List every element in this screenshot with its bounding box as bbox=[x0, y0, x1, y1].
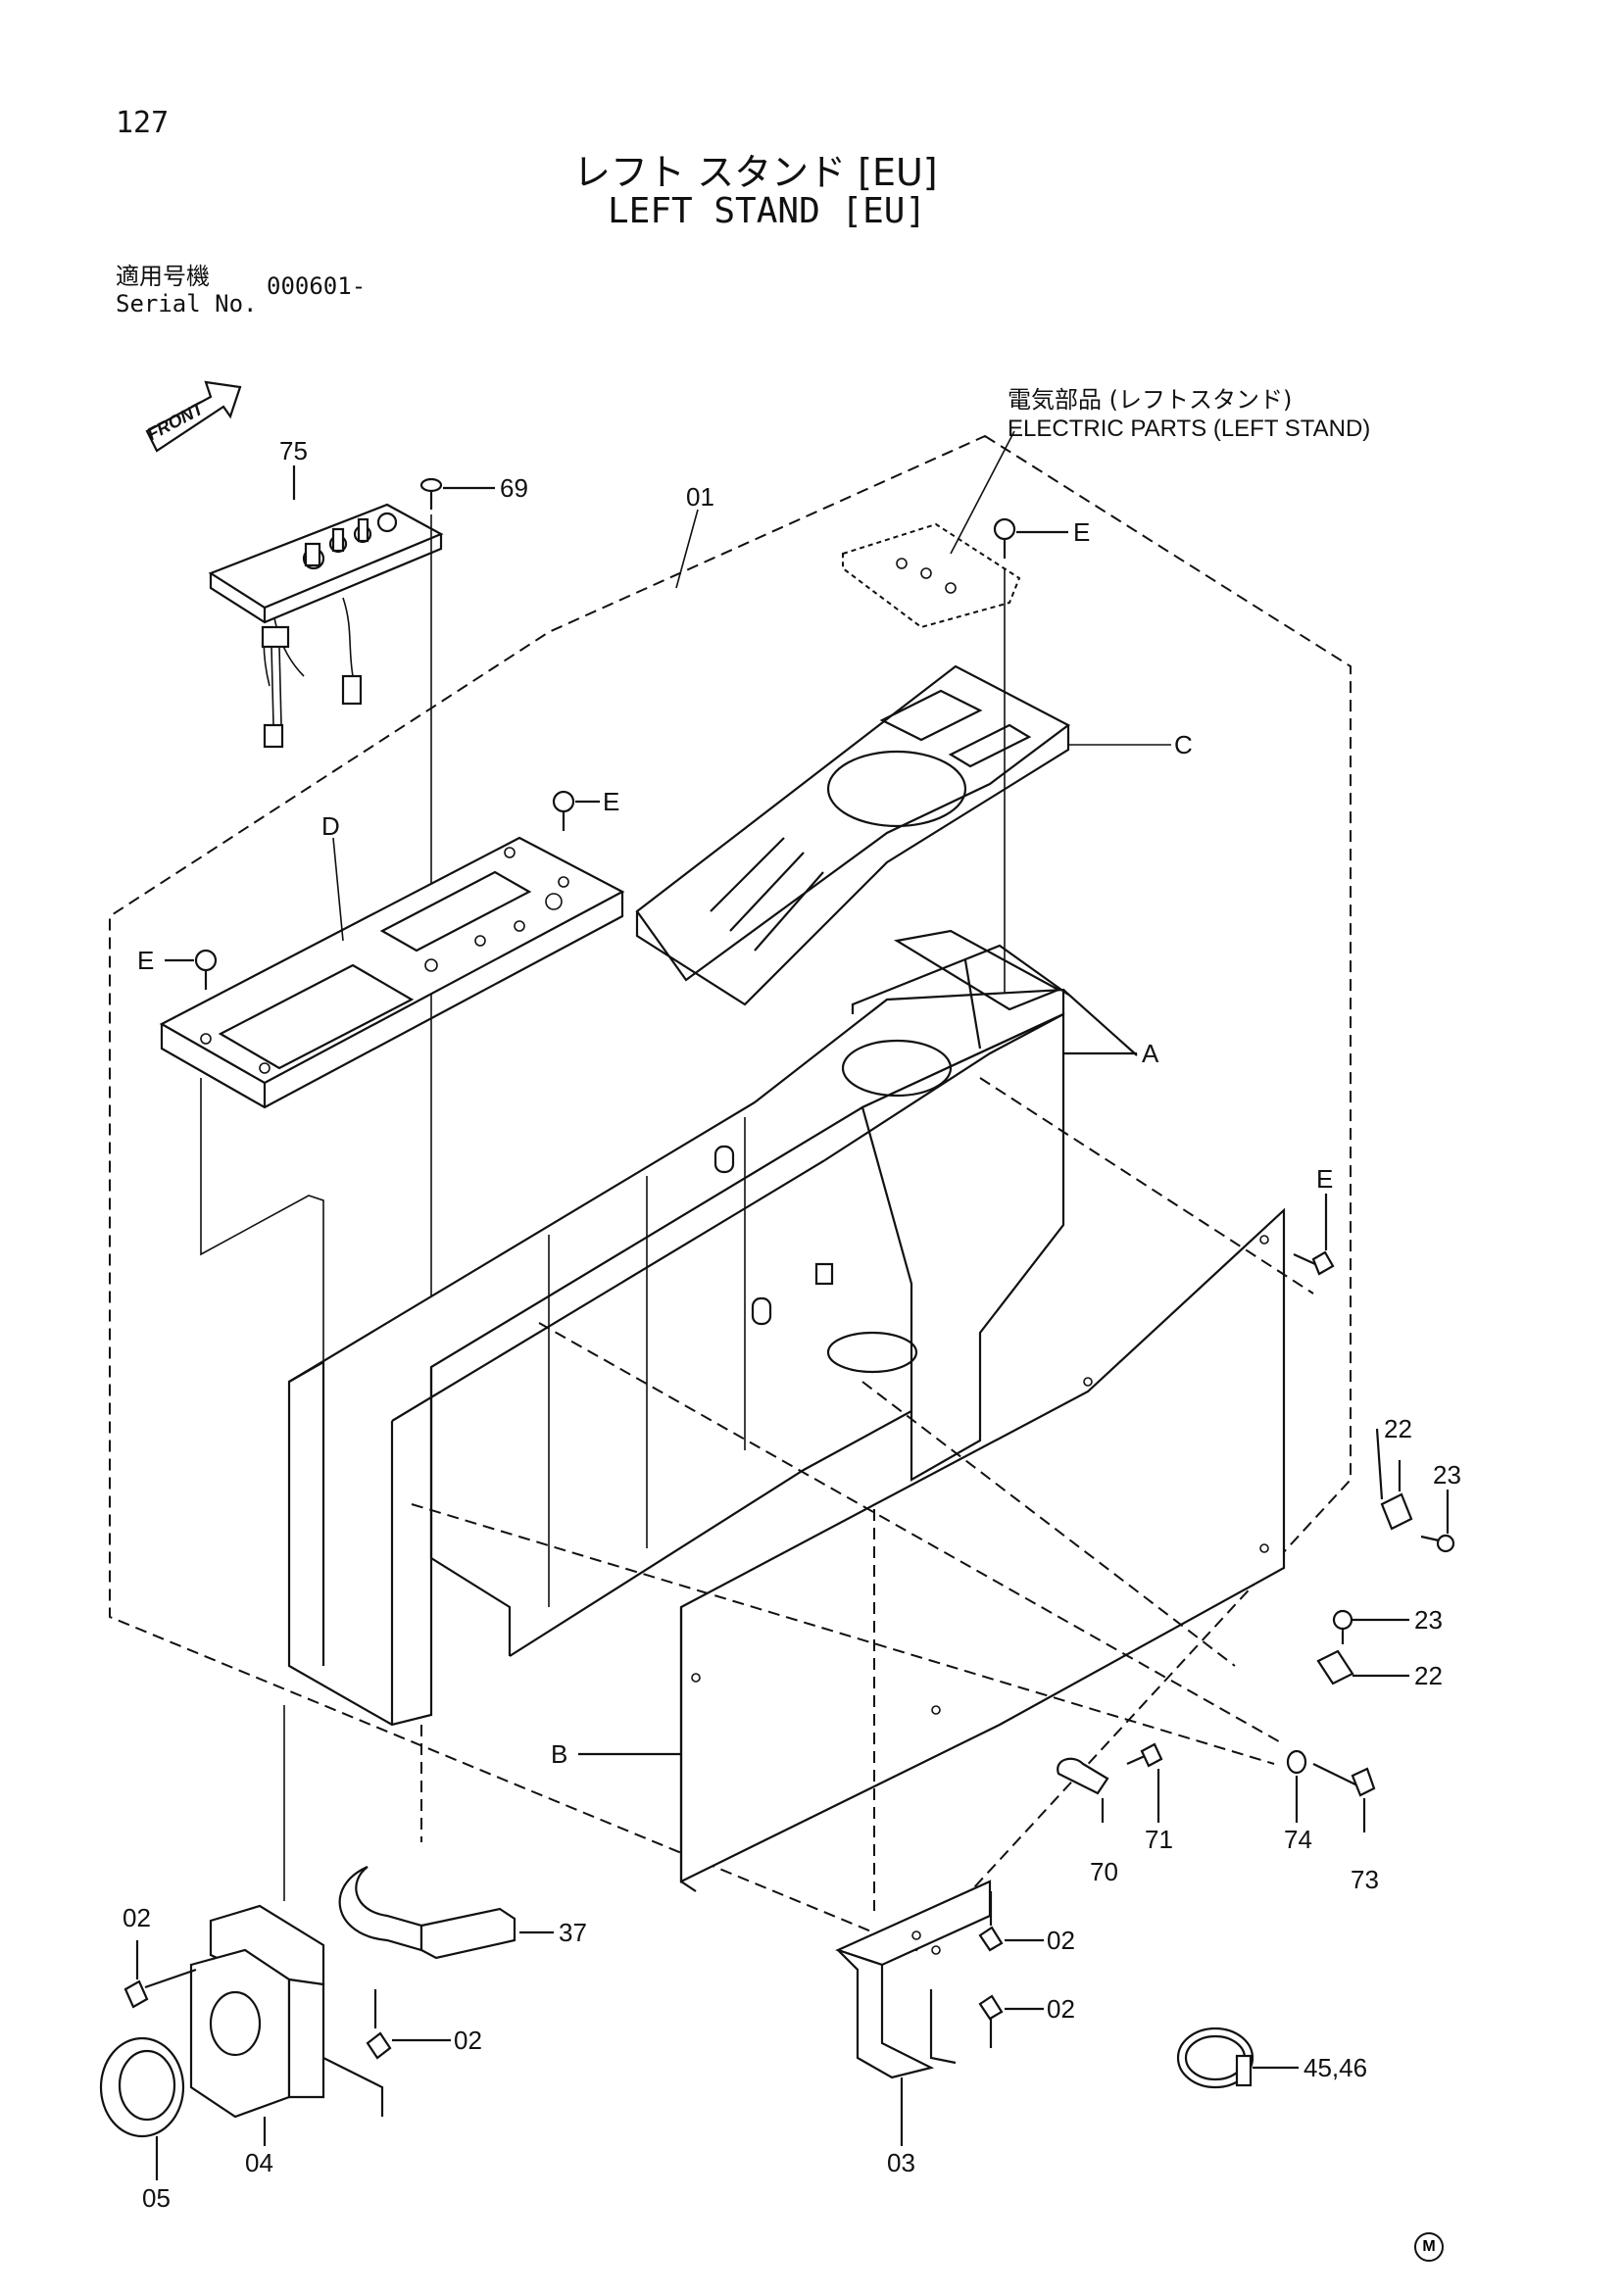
switch-panel-75 bbox=[208, 503, 444, 749]
callout-23-top: 23 bbox=[1433, 1460, 1461, 1490]
callout-02-left: 02 bbox=[123, 1903, 151, 1932]
callout-A: A bbox=[1142, 1039, 1159, 1068]
electric-parts-gasket bbox=[842, 430, 1021, 629]
callout-01: 01 bbox=[686, 482, 714, 512]
screw-E-mid bbox=[552, 790, 600, 831]
bracket-03 bbox=[834, 1880, 992, 2146]
plate-C bbox=[635, 664, 1171, 1006]
callout-70: 70 bbox=[1090, 1857, 1118, 1886]
electric-parts-label-japanese: 電気部品 (レフトスタンド) bbox=[1008, 386, 1293, 414]
side-plate-B bbox=[578, 1207, 1286, 1892]
title-english: LEFT STAND [EU] bbox=[608, 191, 927, 231]
screw-E-right bbox=[1293, 1194, 1335, 1276]
callout-E-right: E bbox=[1316, 1164, 1334, 1194]
hose-band-45-46 bbox=[1176, 2027, 1299, 2089]
callout-71: 71 bbox=[1145, 1825, 1173, 1854]
seal-37 bbox=[338, 1865, 554, 1960]
screw-E-left bbox=[165, 949, 324, 1367]
callout-73: 73 bbox=[1351, 1865, 1379, 1894]
callout-B: B bbox=[551, 1739, 568, 1769]
callout-D: D bbox=[321, 811, 340, 841]
callout-37: 37 bbox=[559, 1918, 587, 1947]
callout-E-top: E bbox=[1073, 517, 1091, 547]
assembly-01-boundary bbox=[109, 434, 1352, 1952]
callout-E-left: E bbox=[137, 946, 155, 975]
serial-value: 000601- bbox=[267, 272, 367, 300]
callout-74: 74 bbox=[1284, 1825, 1312, 1854]
bolt-71 bbox=[1126, 1742, 1163, 1823]
title-japanese: レフト スタンド [EU] bbox=[573, 151, 938, 194]
bracket-04 bbox=[189, 1904, 384, 2146]
callout-23-bottom: 23 bbox=[1414, 1605, 1443, 1635]
callout-69: 69 bbox=[500, 473, 528, 503]
bolt-02-r1 bbox=[978, 1891, 1044, 1952]
callout-02-mid: 02 bbox=[454, 2026, 482, 2055]
serial-label-english: Serial No. bbox=[116, 290, 258, 318]
bolt-73 bbox=[1312, 1763, 1376, 1832]
callout-03: 03 bbox=[887, 2148, 915, 2177]
bolt-02-mid bbox=[366, 1989, 451, 2060]
callout-04: 04 bbox=[245, 2148, 273, 2177]
front-arrow-icon bbox=[145, 380, 242, 453]
callout-22-bottom: 22 bbox=[1414, 1661, 1443, 1690]
clip-22-bottom bbox=[1316, 1649, 1409, 1685]
electric-parts-label-english: ELECTRIC PARTS (LEFT STAND) bbox=[1008, 415, 1371, 442]
screw-23-top bbox=[1420, 1490, 1455, 1553]
callout-E-mid: E bbox=[603, 787, 620, 816]
stand-body-A bbox=[287, 929, 1138, 1727]
callout-02-right-2: 02 bbox=[1047, 1994, 1075, 2024]
clip-22-top bbox=[1380, 1460, 1413, 1531]
callout-75: 75 bbox=[279, 436, 308, 465]
ring-05 bbox=[99, 2036, 185, 2180]
washer-74 bbox=[1286, 1749, 1307, 1823]
plate-D bbox=[159, 836, 625, 1109]
screw-23-bottom bbox=[1332, 1609, 1409, 1644]
clamp-70 bbox=[1057, 1757, 1109, 1823]
screw-E-top bbox=[993, 517, 1068, 1019]
maker-mark: M bbox=[1414, 2232, 1444, 2262]
page-number: 127 bbox=[116, 106, 170, 140]
bolt-02-left bbox=[123, 1940, 197, 2009]
bolt-02-r2 bbox=[978, 1994, 1044, 2048]
callout-22-top: 22 bbox=[1384, 1414, 1412, 1443]
callout-45-46: 45,46 bbox=[1303, 2053, 1368, 2082]
callout-05: 05 bbox=[142, 2183, 171, 2213]
callout-C: C bbox=[1174, 730, 1193, 759]
serial-label-japanese: 適用号機 bbox=[116, 263, 210, 290]
callout-02-right-1: 02 bbox=[1047, 1926, 1075, 1955]
maker-mark-letter: M bbox=[1422, 2238, 1436, 2255]
